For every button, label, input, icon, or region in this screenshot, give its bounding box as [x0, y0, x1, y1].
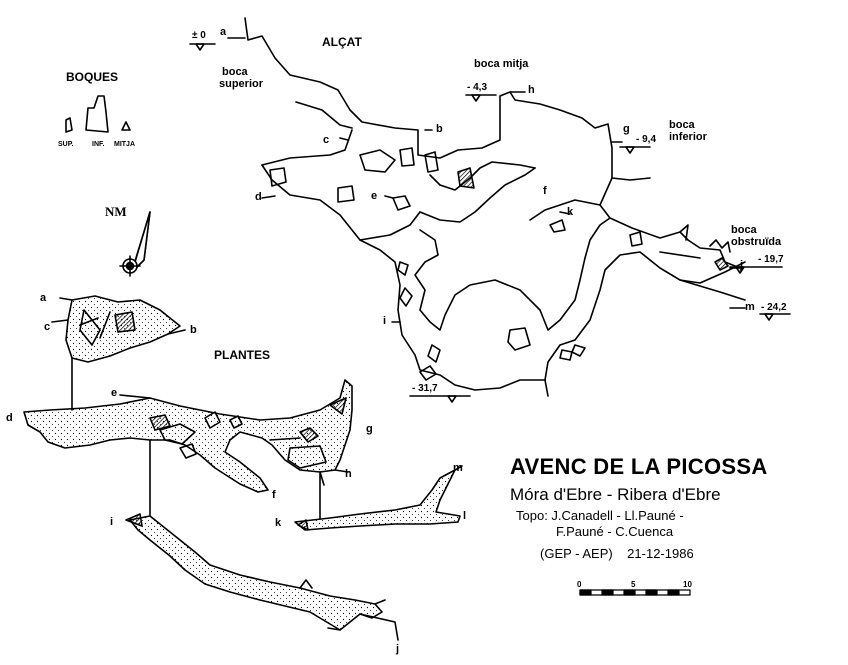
elevation-label: ALÇAT: [322, 35, 362, 49]
elev-point-b: b: [436, 123, 443, 135]
plan-point-m: m: [453, 462, 463, 474]
elev-point-m: m: [745, 301, 755, 313]
entrance-legend-mitja: MITJA: [114, 141, 135, 148]
elev-point-f: f: [543, 185, 547, 197]
elevation-section: [189, 17, 791, 403]
entrances-legend: [65, 95, 131, 133]
depth-h: - 4,3: [467, 82, 488, 93]
plan-point-b: b: [190, 324, 197, 336]
elev-point-k: k: [567, 206, 574, 218]
scale-five: 5: [631, 580, 636, 589]
depth-bottom: - 31,7: [412, 383, 438, 394]
entrance-upper-label-2: superior: [219, 78, 264, 90]
entrance-lower-label-2: inferior: [669, 131, 707, 143]
depth-j: - 19,7: [758, 254, 784, 265]
depth-g: - 9,4: [636, 134, 657, 145]
depth-marker-a: [189, 43, 216, 51]
plan-point-g: g: [366, 423, 373, 435]
scale-bar: [579, 589, 691, 596]
depth-marker-g: [619, 146, 651, 154]
plan-point-d: d: [6, 412, 13, 424]
depth-marker-m: [759, 313, 791, 321]
plan-point-l: l: [463, 510, 467, 522]
elev-point-e: e: [371, 190, 378, 202]
cave-title: AVENC DE LA PICOSSA: [510, 454, 768, 479]
plan-main: [23, 379, 353, 519]
plan-point-a: a: [40, 292, 47, 304]
plan-point-c: c: [44, 321, 51, 333]
elev-point-i: i: [383, 315, 387, 327]
elev-point-h: h: [528, 84, 535, 96]
plans-label: PLANTES: [214, 348, 271, 362]
depth-m: - 24,2: [761, 302, 787, 313]
entrance-blocked-label-1: boca: [731, 224, 757, 236]
plan-point-j: j: [396, 643, 400, 655]
elev-point-d: d: [255, 191, 262, 203]
plan-point-h: h: [345, 468, 352, 480]
plan-upper: [51, 295, 186, 411]
credits-line-2: F.Pauné - C.Cuenca: [556, 524, 674, 539]
plan-point-i: i: [110, 516, 114, 528]
elev-point-j: j: [740, 259, 744, 271]
entrance-legend-inf: INF.: [92, 141, 105, 148]
depth-marker-bottom: [409, 395, 471, 403]
elev-point-c: c: [323, 134, 330, 146]
elev-point-g: g: [623, 123, 630, 135]
credits-line-3: (GEP - AEP) 21-12-1986: [540, 546, 694, 561]
entrance-lower-label-1: boca: [669, 119, 695, 131]
plan-point-k: k: [275, 517, 282, 529]
plan-point-e: e: [111, 387, 118, 399]
cave-location: Móra d'Ebre - Ribera d'Ebre: [510, 485, 721, 504]
entrance-upper-label-1: boca: [222, 66, 248, 78]
entrances-legend-label: BOQUES: [66, 70, 119, 84]
elev-point-a: a: [220, 26, 227, 38]
credits-line-1: Topo: J.Canadell - Ll.Pauné -: [516, 508, 684, 523]
scale-zero: 0: [577, 580, 582, 589]
north-label: NM: [105, 204, 127, 219]
depth-a: ± 0: [192, 30, 206, 41]
depth-marker-j: [729, 266, 783, 274]
plan-point-f: f: [272, 489, 276, 501]
depth-marker-h: [465, 94, 497, 102]
scale-ten: 10: [683, 580, 692, 589]
north-arrow: [119, 211, 151, 277]
entrance-middle-label: boca mitja: [474, 58, 529, 70]
entrance-blocked-label-2: obstruïda: [731, 236, 782, 248]
entrance-legend-sup: SUP.: [58, 141, 74, 148]
plan-km: [294, 465, 463, 531]
plan-lower: [125, 513, 399, 641]
